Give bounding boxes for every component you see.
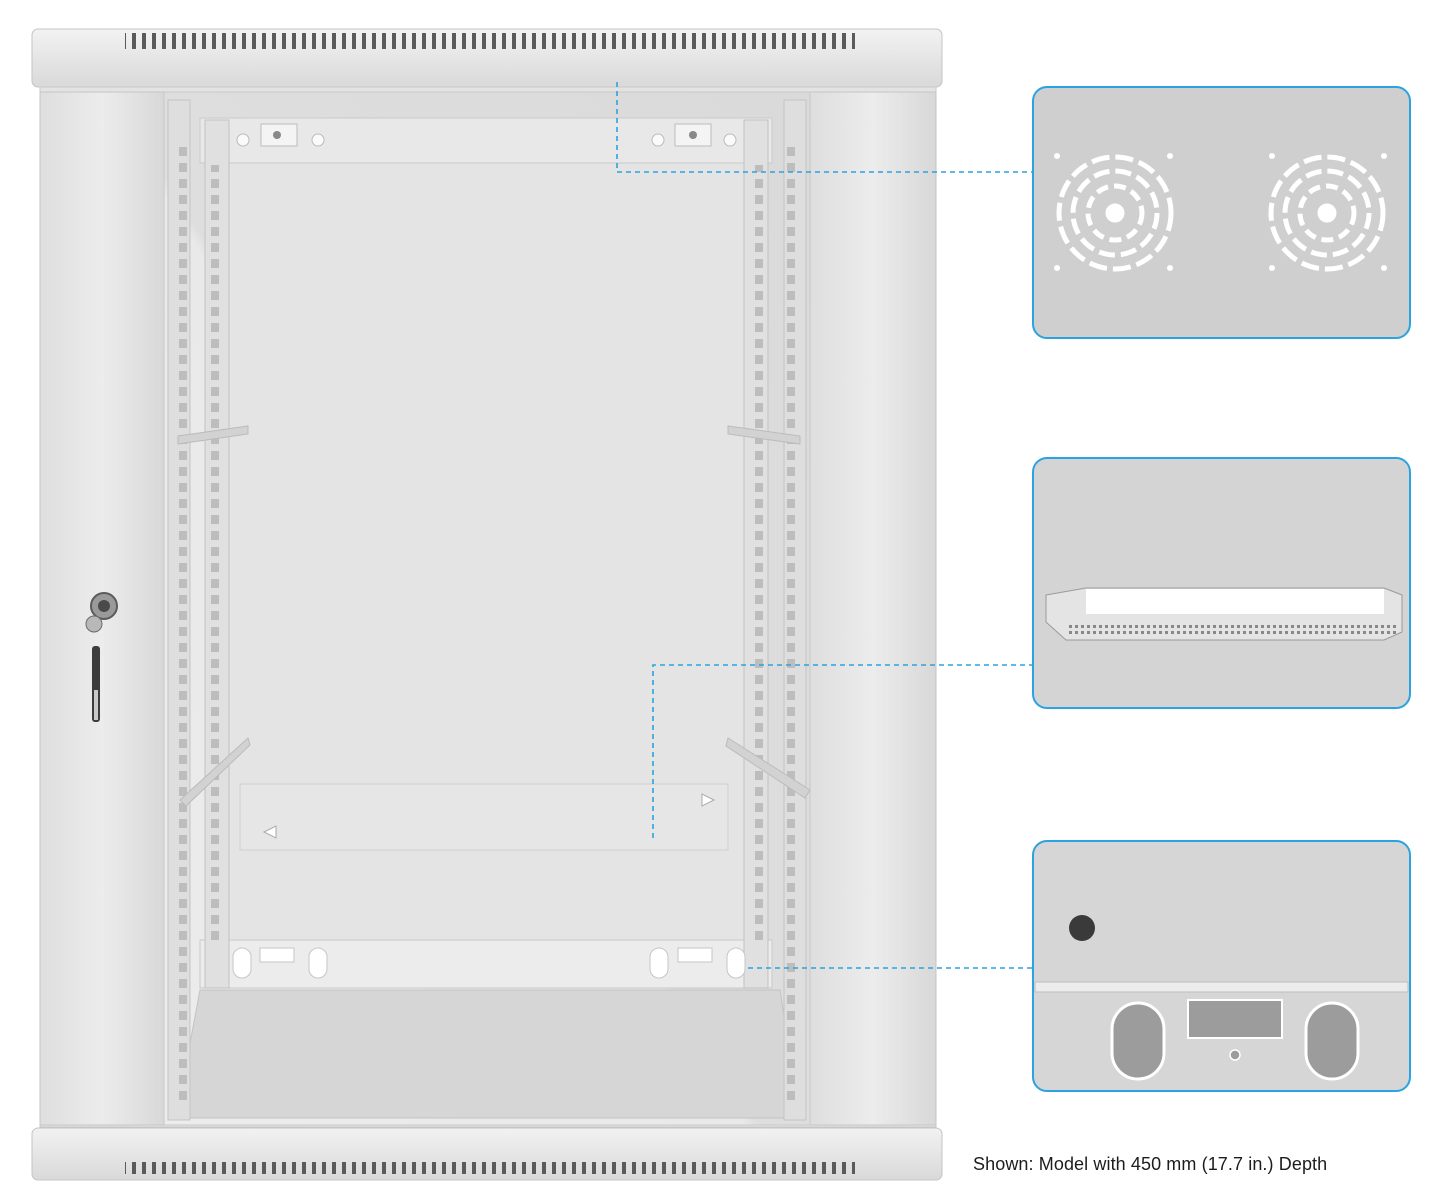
right-bracket-upper [727,425,801,445]
leader-lines [616,82,1032,969]
left-bracket-lower [179,737,251,807]
bottom-frame [199,939,773,989]
fan-grill-icon [1056,154,1174,272]
lock-icon [90,592,118,620]
rear-cable-plate [239,783,729,851]
left-bracket-upper [177,425,249,445]
back-panel [227,162,745,984]
fan-grill-icon [1268,154,1386,272]
callout-bottom-panel [1032,840,1411,1092]
floor-panel [175,989,801,1119]
wall-mount-cabinet [31,28,943,1181]
callout-top-fans [1032,86,1411,339]
right-door-panel [809,91,937,1126]
top-vents [125,33,855,49]
key-icon [85,615,103,722]
callout-shelf [1032,457,1411,709]
leader-line-fans [616,82,1032,173]
right-bracket-lower [725,737,811,799]
bottom-vents [125,1162,855,1174]
leader-line-shelf [652,664,1032,838]
caption: Shown: Model with 450 mm (17.7 in.) Dept… [973,1154,1328,1174]
